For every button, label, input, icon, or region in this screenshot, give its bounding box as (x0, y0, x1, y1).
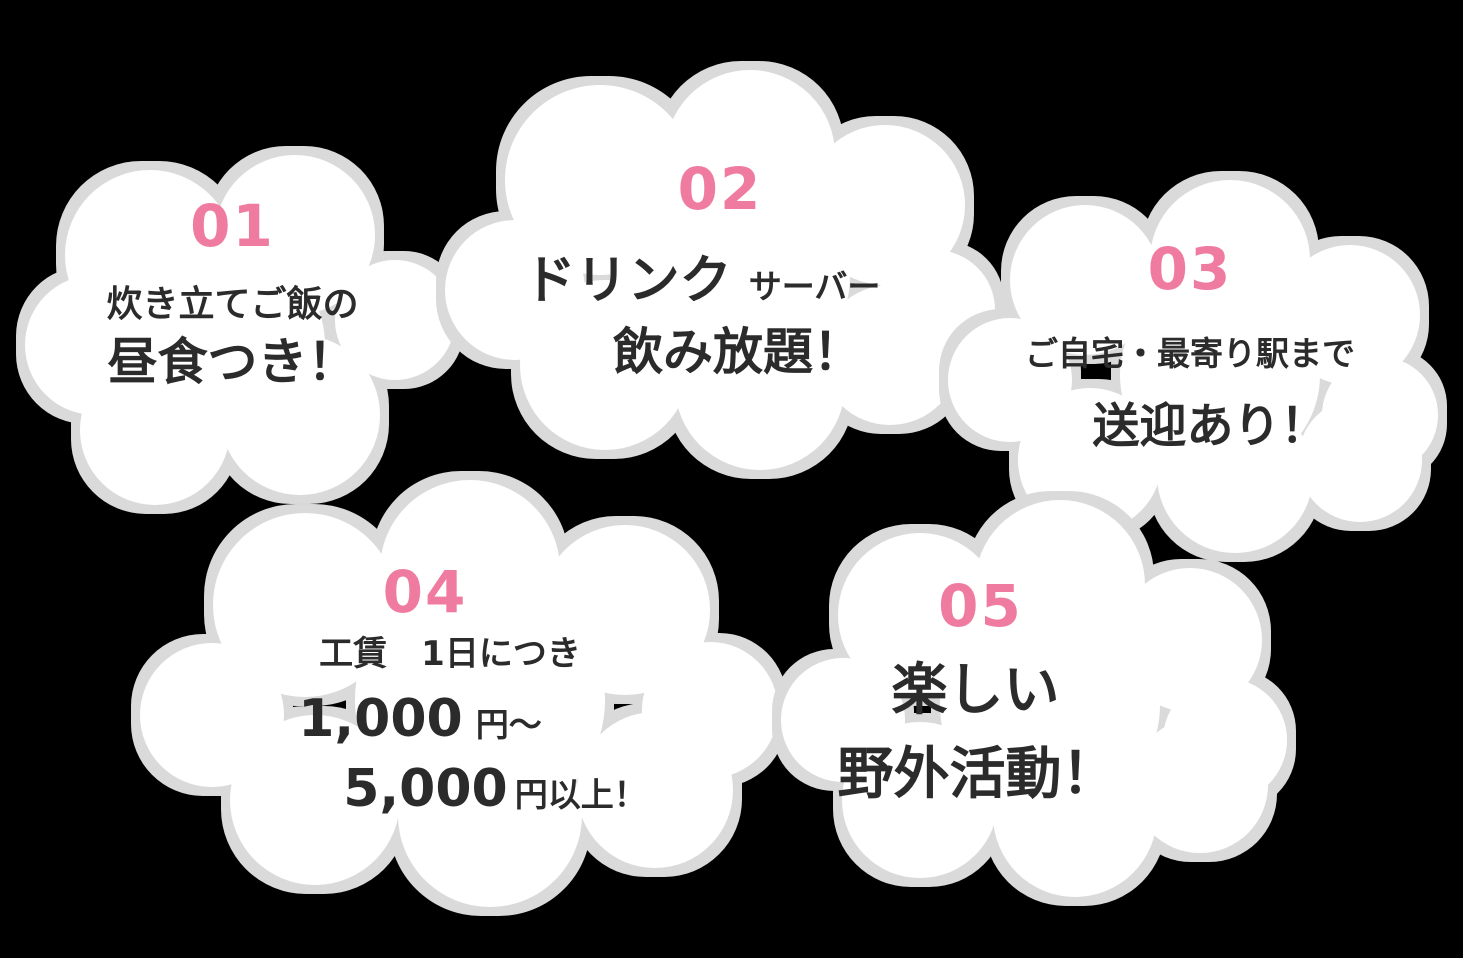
benefit-01-number: 01 (190, 192, 275, 260)
benefit-03-line2: 送迎あり！ (1092, 399, 1328, 454)
cloud-shape-02 (445, 70, 995, 470)
benefit-04-line1: 工賃 1日につき (319, 634, 581, 674)
benefit-04-price-from-value: 1,000 (298, 689, 463, 749)
benefit-02-number: 02 (677, 155, 763, 223)
benefit-03-text: 03 ご自宅・最寄り駅まで 送迎あり！ (930, 165, 1450, 570)
benefit-04-price-to-value: 5,000 (343, 759, 508, 819)
benefit-02-line1: ドリンク サーバー (412, 255, 992, 307)
benefit-cloud-01: 01 炊き立てご飯の 昼食つき！ (10, 135, 455, 535)
cloud-shape-04 (140, 480, 778, 907)
benefit-04-text: 04 工賃 1日につき 1,000 円〜 5,000 円以上！ (120, 465, 790, 930)
benefit-03-line1: ご自宅・最寄り駅まで (1025, 334, 1355, 373)
benefit-05-text: 05 楽しい 野外活動！ (755, 485, 1300, 930)
benefit-cloud-03: 03 ご自宅・最寄り駅まで 送迎あり！ (930, 165, 1450, 570)
benefit-03-number: 03 (1147, 235, 1233, 303)
benefit-02-text: 02 ドリンク サーバー 飲み放題！ (430, 55, 1010, 500)
benefit-04-price-to-unit: 円以上！ (514, 775, 647, 814)
benefit-05-line1: 楽しい (891, 658, 1060, 723)
benefit-cloud-05: 05 楽しい 野外活動！ (755, 485, 1300, 930)
benefit-04-price-from: 1,000 円〜 (85, 693, 755, 745)
benefit-02-line2: 飲み放題！ (613, 323, 863, 381)
benefit-01-line2: 昼食つき！ (107, 333, 358, 391)
benefit-05-number: 05 (938, 572, 1023, 640)
cloud-shape-03 (948, 180, 1438, 553)
benefit-cloud-02: 02 ドリンク サーバー 飲み放題！ (430, 55, 1010, 500)
benefit-01-line1: 炊き立てご飯の (106, 284, 359, 325)
benefit-04-number: 04 (382, 558, 468, 626)
benefit-cloud-04: 04 工賃 1日につき 1,000 円〜 5,000 円以上！ (120, 465, 790, 930)
cloud-shape-01 (25, 155, 455, 505)
benefit-02-line1-big: ドリンク (523, 251, 732, 311)
benefit-04-price-from-unit: 円〜 (475, 705, 542, 744)
benefit-04-price-to: 5,000 円以上！ (160, 763, 830, 815)
benefit-05-line2: 野外活動！ (837, 742, 1118, 807)
benefit-02-line1-small: サーバー (748, 267, 881, 306)
benefit-01-text: 01 炊き立てご飯の 昼食つき！ (10, 135, 455, 535)
cloud-shape-05 (781, 500, 1287, 897)
